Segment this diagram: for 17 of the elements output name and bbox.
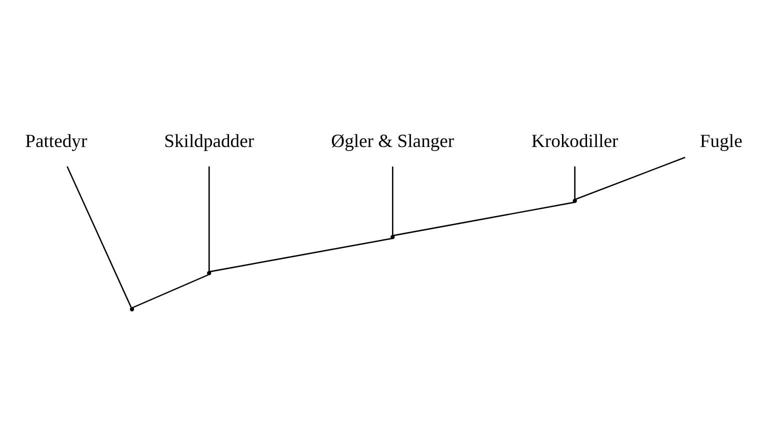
node-point (207, 271, 212, 276)
node-point (390, 234, 395, 240)
connector (66, 166, 132, 308)
node-text: Krokodiller (531, 131, 618, 152)
node-text: Pattedyr (25, 131, 88, 152)
connector (574, 166, 576, 200)
node-point (572, 198, 577, 203)
node-text: Øgler & Slanger (331, 131, 454, 152)
connector (132, 274, 209, 308)
node-text: Fugle (700, 131, 742, 152)
node-text: Skildpadder (164, 131, 254, 152)
node-point (130, 307, 134, 312)
connector (392, 166, 394, 236)
connector (210, 238, 392, 272)
connector (575, 156, 686, 200)
connector (208, 166, 210, 272)
connector (393, 202, 574, 236)
